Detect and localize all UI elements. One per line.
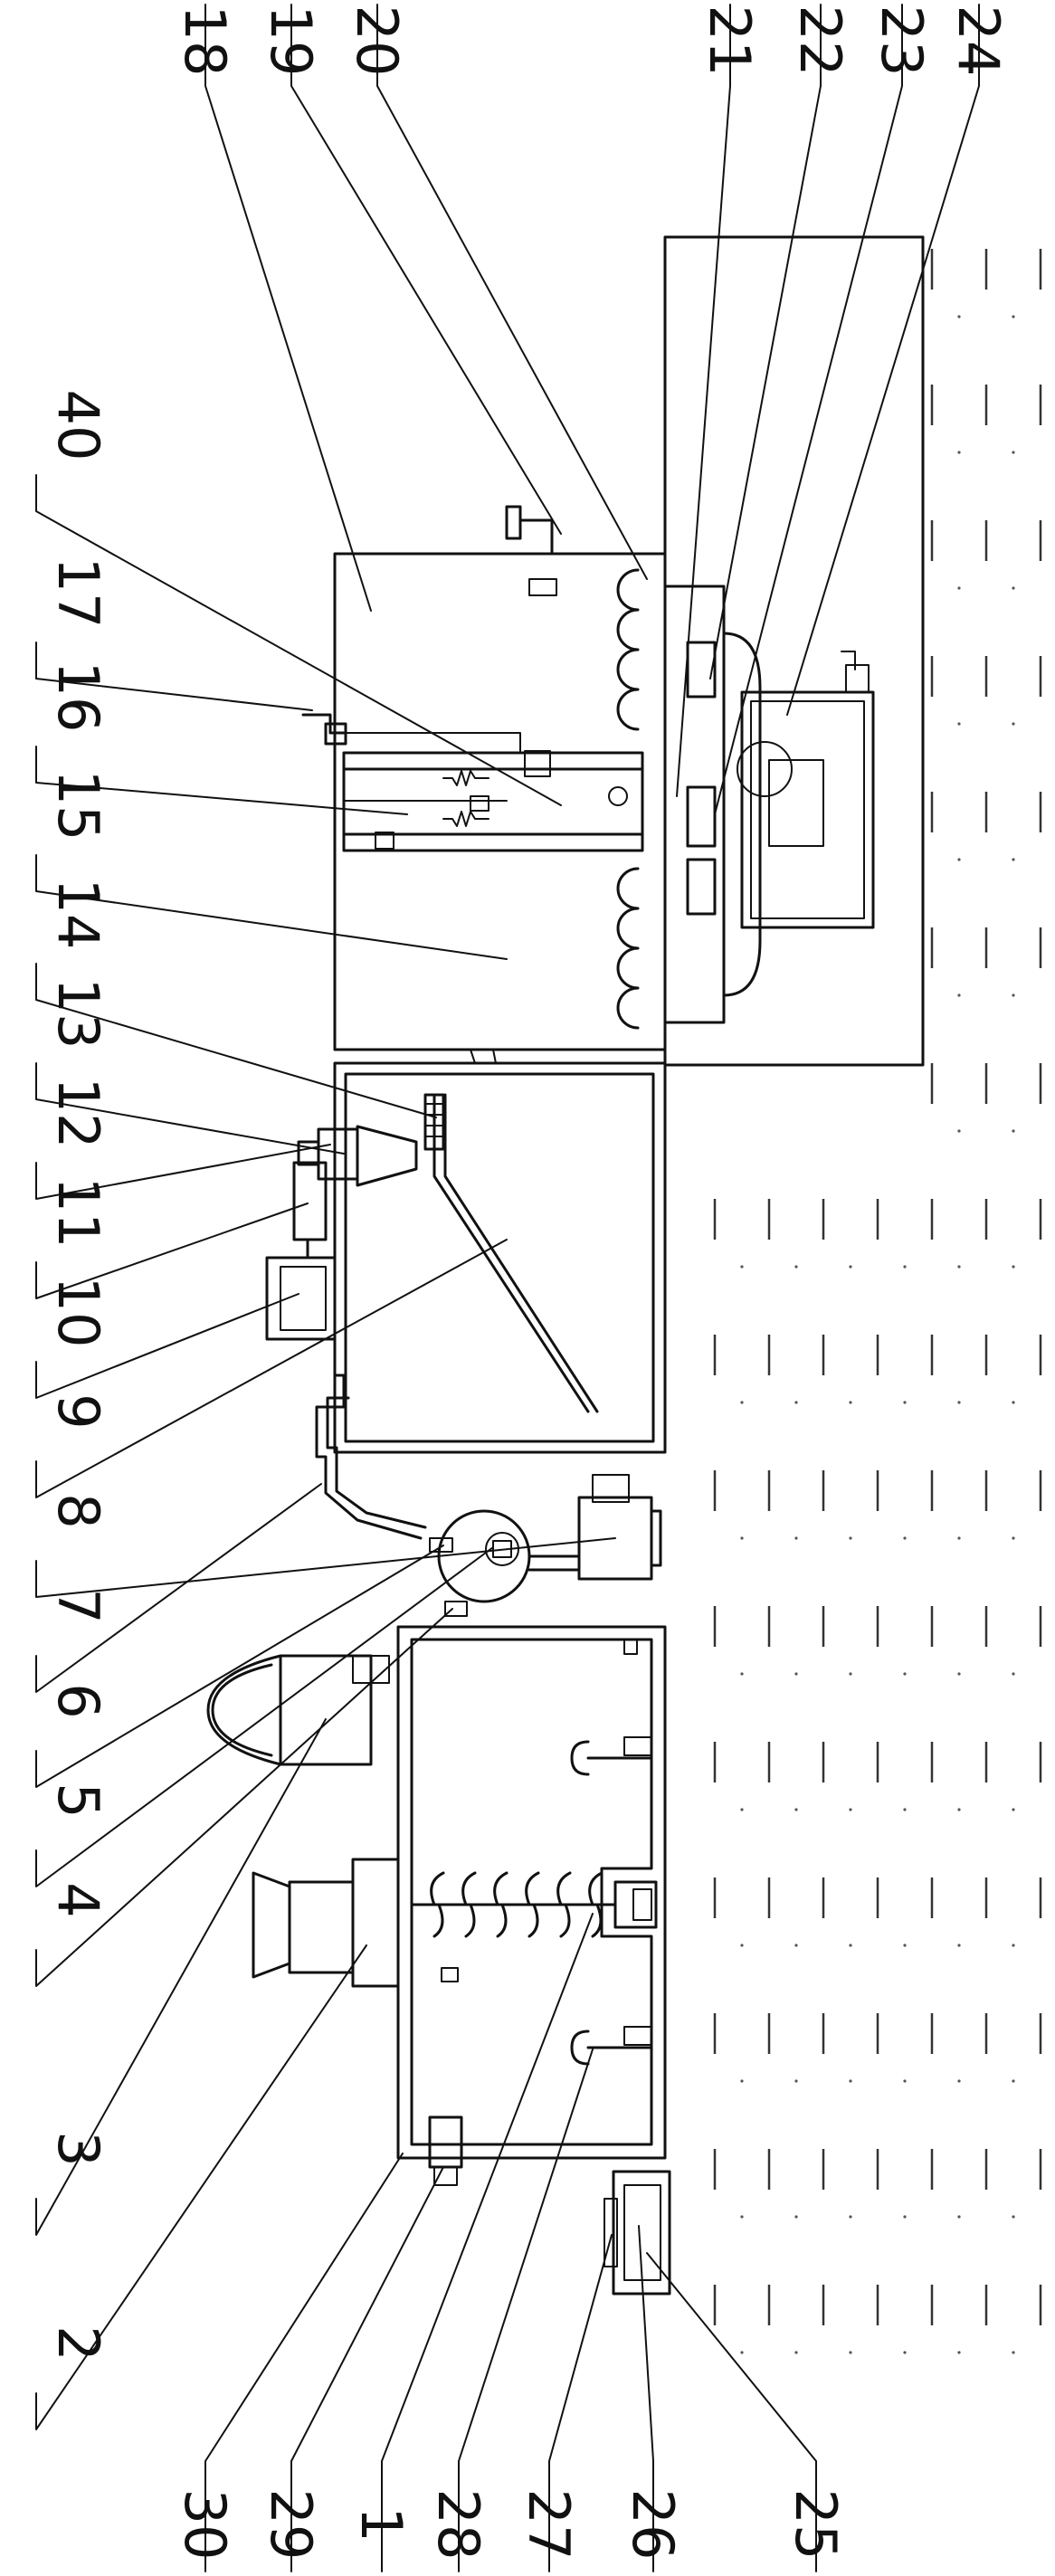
basin-outline bbox=[663, 235, 925, 1067]
middle-tank bbox=[265, 1049, 667, 1454]
callout-label-25: 25 bbox=[783, 2489, 849, 2561]
leader-line-28 bbox=[458, 2048, 594, 2572]
mixing-tank bbox=[206, 1625, 667, 2186]
callout-label-30: 30 bbox=[172, 2489, 238, 2561]
pipe-and-pump bbox=[315, 1374, 662, 1617]
leader-line-22 bbox=[709, 4, 822, 680]
callout-label-26: 26 bbox=[620, 2489, 686, 2561]
callout-label-11: 11 bbox=[45, 1177, 111, 1249]
callout-label-18: 18 bbox=[172, 5, 238, 77]
leader-line-18 bbox=[204, 4, 372, 612]
leader-line-15 bbox=[35, 854, 508, 960]
callout-label-29: 29 bbox=[258, 2489, 324, 2561]
callout-label-5: 5 bbox=[45, 1782, 111, 1818]
callout-label-3: 3 bbox=[45, 2131, 111, 2166]
drive-unit bbox=[604, 2170, 671, 2296]
callout-label-15: 15 bbox=[45, 770, 111, 841]
leader-line-29 bbox=[290, 2166, 444, 2572]
callout-label-19: 19 bbox=[258, 5, 324, 77]
callout-label-21: 21 bbox=[697, 5, 763, 77]
callout-label-14: 14 bbox=[45, 879, 111, 950]
leader-line-20 bbox=[376, 4, 648, 580]
leader-line-16 bbox=[35, 746, 408, 815]
leader-line-5 bbox=[35, 1546, 494, 1887]
callout-label-17: 17 bbox=[45, 557, 111, 629]
callout-label-2: 2 bbox=[45, 2325, 111, 2361]
callout-label-6: 6 bbox=[45, 1683, 111, 1718]
callout-label-1: 1 bbox=[348, 2506, 414, 2542]
callout-label-27: 27 bbox=[516, 2489, 582, 2561]
callout-label-7: 7 bbox=[45, 1588, 111, 1623]
leader-line-24 bbox=[786, 4, 980, 716]
upper-treatment-box bbox=[301, 505, 667, 1051]
leader-line-13 bbox=[35, 1062, 345, 1155]
callout-label-40: 40 bbox=[45, 390, 111, 461]
callout-label-20: 20 bbox=[344, 5, 410, 77]
leader-line-27 bbox=[548, 2234, 613, 2572]
leader-line-14 bbox=[35, 963, 437, 1118]
leader-line-9 bbox=[35, 1239, 508, 1498]
callout-label-10: 10 bbox=[45, 1277, 111, 1348]
leader-line-1 bbox=[381, 1913, 594, 2572]
leader-line-19 bbox=[290, 4, 562, 535]
leader-line-23 bbox=[714, 4, 903, 815]
leader-line-25 bbox=[646, 2252, 817, 2572]
leader-line-4 bbox=[35, 1608, 453, 1987]
callout-label-9: 9 bbox=[45, 1393, 111, 1429]
leader-line-21 bbox=[676, 4, 731, 797]
callout-label-12: 12 bbox=[45, 1078, 111, 1149]
callout-label-23: 23 bbox=[869, 5, 935, 77]
callout-label-24: 24 bbox=[946, 5, 1012, 77]
leader-line-40 bbox=[35, 474, 562, 806]
leader-lines bbox=[35, 4, 980, 2572]
leader-line-6 bbox=[35, 1545, 444, 1788]
leader-line-26 bbox=[638, 2225, 654, 2572]
callout-label-13: 13 bbox=[45, 978, 111, 1050]
leader-line-12 bbox=[35, 1144, 331, 1200]
underwater-unit bbox=[663, 585, 875, 1024]
leader-line-11 bbox=[35, 1202, 309, 1299]
callout-label-8: 8 bbox=[45, 1493, 111, 1528]
callout-label-28: 28 bbox=[425, 2489, 491, 2561]
leader-line-30 bbox=[204, 2153, 404, 2572]
callout-label-22: 22 bbox=[787, 5, 853, 77]
leader-line-7 bbox=[35, 1483, 322, 1693]
leader-line-3 bbox=[35, 1718, 327, 2236]
leader-line-2 bbox=[35, 1944, 367, 2430]
leader-line-10 bbox=[35, 1293, 299, 1399]
leader-line-17 bbox=[35, 642, 313, 711]
callout-label-4: 4 bbox=[45, 1882, 111, 1917]
ground-hatching bbox=[713, 249, 1042, 2354]
callout-label-16: 16 bbox=[45, 661, 111, 733]
